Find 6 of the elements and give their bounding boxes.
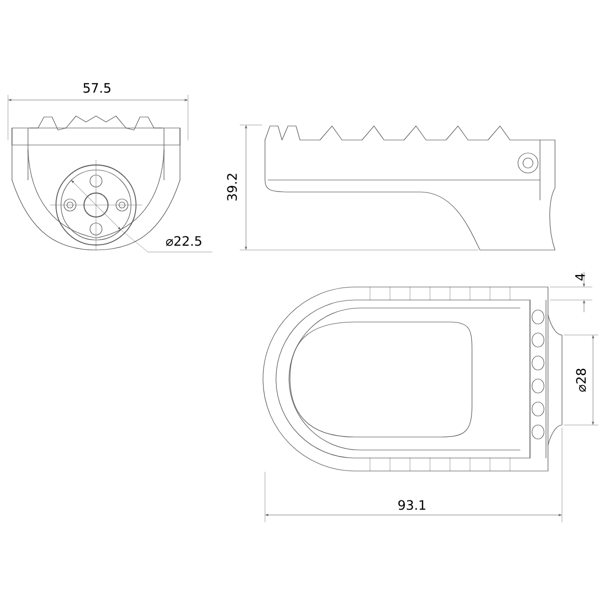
dimension-label: 93.1	[398, 500, 426, 510]
dimension-label: 57.5	[84, 83, 110, 93]
dimension-label: ⌀22.5	[166, 236, 202, 246]
dimension-label: 39.2	[227, 174, 237, 200]
dimension-label: 4	[575, 274, 585, 281]
dimension-label: ⌀28	[576, 368, 586, 392]
